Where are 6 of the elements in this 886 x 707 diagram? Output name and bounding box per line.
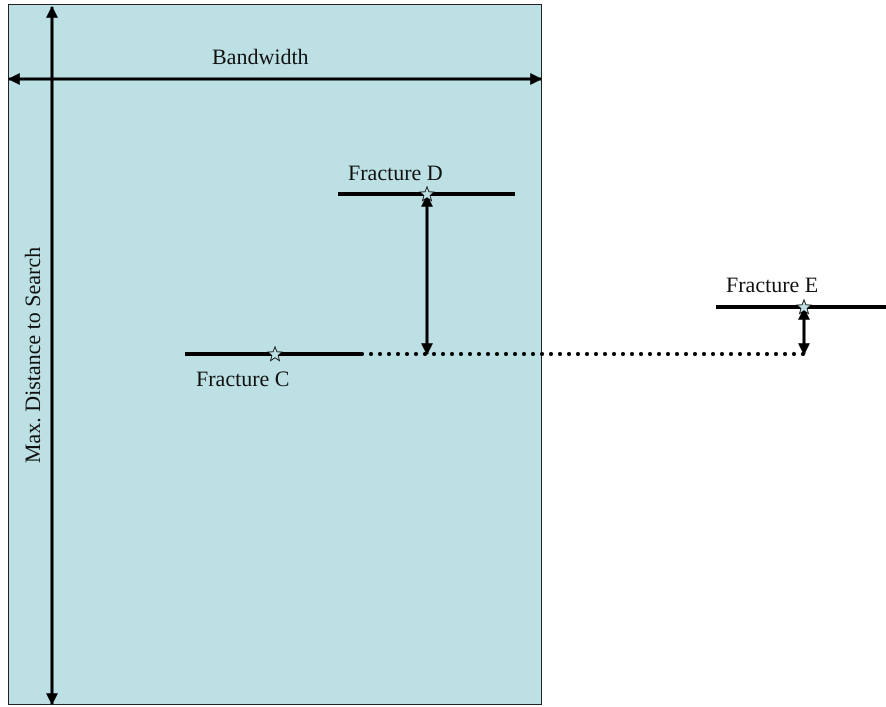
fracture-label: Fracture C [196, 366, 290, 392]
dotted-line [360, 352, 806, 356]
dimension-label: Max. Distance to Search [20, 246, 46, 464]
dimension-label: Bandwidth [212, 44, 309, 70]
fracture-label: Fracture D [348, 160, 443, 186]
fracture-label: Fracture E [726, 272, 818, 298]
